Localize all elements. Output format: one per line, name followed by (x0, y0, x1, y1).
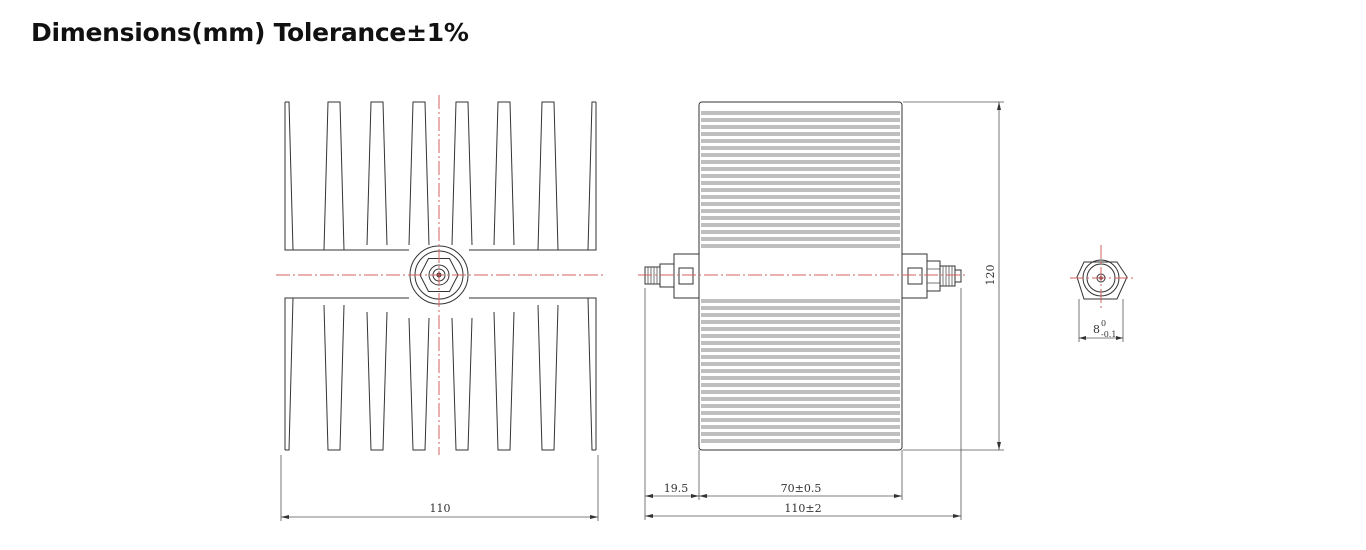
fin-outline-bottom (284, 297, 597, 451)
fin-top (493, 101, 515, 246)
front-width-dimension: 110 (280, 455, 599, 521)
side-grooves (701, 111, 900, 443)
fin-top (537, 101, 559, 251)
fin-top (408, 101, 430, 246)
hex-lower-tolerance: -0.1 (1101, 330, 1116, 339)
connector-length-label: 19.5 (664, 482, 689, 495)
total-length-label: 110±2 (784, 502, 821, 515)
fin-bottom (493, 311, 515, 451)
right-connector (901, 253, 962, 299)
front-view: 110 (276, 95, 606, 521)
connector-end-view: 8 0 -0.1 (1070, 245, 1133, 342)
length-dimensions: 19.5 70±0.5 110±2 (644, 288, 962, 520)
height-label: 120 (984, 265, 997, 286)
fin-top (366, 101, 388, 246)
hex-upper-tolerance: 0 (1101, 319, 1106, 328)
fin-bottom (451, 317, 473, 451)
height-dimension: 120 (903, 101, 1004, 451)
side-view: 120 19.5 70±0.5 110±2 (638, 101, 1004, 520)
front-width-label: 110 (430, 502, 451, 515)
fin-bottom (366, 311, 388, 451)
heatsink-fins (284, 101, 597, 451)
left-connector (644, 253, 700, 299)
fin-bottom (323, 304, 345, 451)
hex-size-label: 8 (1093, 323, 1100, 336)
page-title: Dimensions(mm) Tolerance±1% (31, 18, 469, 47)
fin-top (323, 101, 345, 251)
fin-bottom (408, 317, 430, 451)
body-length-label: 70±0.5 (781, 482, 822, 495)
fin-top (451, 101, 473, 246)
fin-outline-top (284, 101, 597, 251)
fin-bottom (537, 304, 559, 451)
